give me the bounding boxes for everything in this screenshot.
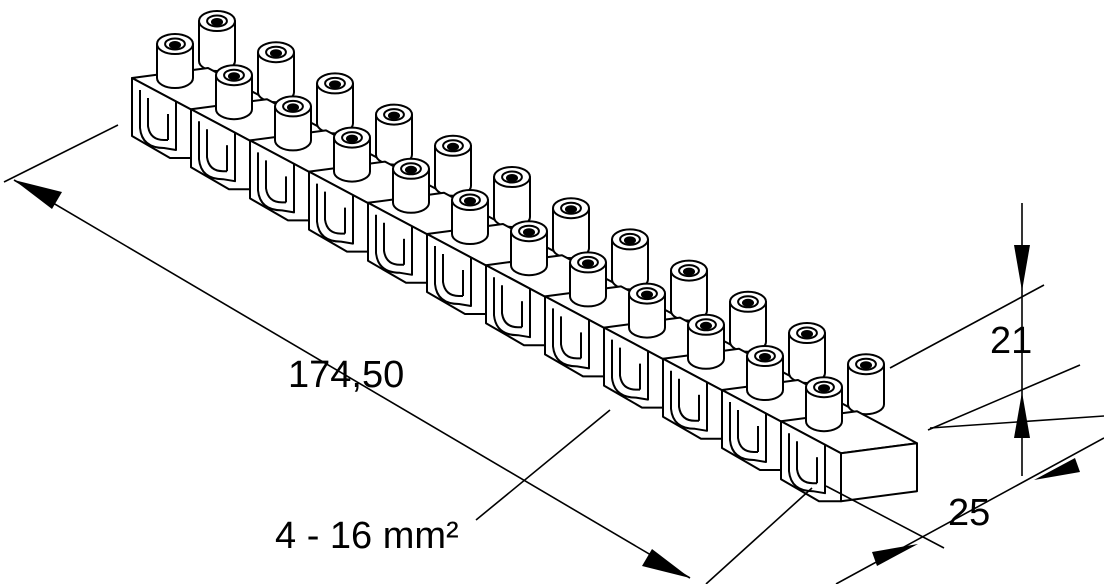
height-arrow-bottom-icon — [1014, 392, 1030, 438]
front-screw-housing-10 — [687, 323, 725, 370]
depth-arrow-back-icon — [1034, 458, 1080, 480]
length-arrow-right-icon — [642, 549, 690, 578]
wire-clamp-outer-11 — [729, 402, 767, 463]
front-screw-housing-5 — [392, 167, 430, 214]
cross-section-label: 4 - 16 mm² — [275, 515, 459, 557]
front-screw-housing-11 — [746, 355, 784, 401]
wire-clamp-outer-9 — [611, 339, 649, 401]
rear-screw-head-icon-12 — [859, 361, 873, 370]
front-screw-housing-4 — [333, 136, 371, 183]
rear-screw-head-icon-5 — [446, 142, 460, 151]
wire-clamp-outer-8 — [552, 308, 590, 370]
front-screw-head-icon-5 — [404, 165, 418, 174]
depth-arrow-front-icon — [872, 544, 918, 566]
front-screw-housing-12 — [805, 386, 843, 433]
terminal-strip — [131, 10, 918, 503]
height-arrow-top-icon — [1014, 245, 1030, 291]
wire-clamp-inner-4 — [324, 191, 345, 235]
front-screw-head-icon-11 — [758, 353, 772, 361]
length-dimension-line — [13, 179, 691, 579]
rear-screw-head-icon-10 — [741, 298, 755, 307]
wire-clamp-inner-3 — [265, 160, 286, 204]
front-screw-head-icon-4 — [345, 134, 359, 143]
depth-extension-line-back — [929, 415, 1104, 429]
wire-clamp-outer-1 — [139, 90, 177, 151]
dimension-lines — [3, 124, 1104, 584]
front-screw-head-icon-7 — [522, 228, 536, 237]
wire-clamp-outer-4 — [316, 183, 354, 245]
wire-clamp-inner-10 — [678, 378, 699, 422]
wire-clamp-outer-5 — [375, 214, 413, 276]
wire-clamp-outer-7 — [493, 277, 531, 339]
wire-clamp-inner-5 — [383, 222, 404, 266]
wire-clamp-outer-10 — [670, 370, 708, 432]
wire-clamp-outer-6 — [434, 246, 472, 307]
wire-clamp-inner-6 — [442, 254, 463, 297]
rear-screw-head-icon-2 — [269, 49, 283, 58]
front-screw-housing-3 — [274, 105, 312, 152]
length-extension-line-left — [3, 124, 119, 183]
rear-screw-head-icon-6 — [505, 174, 519, 182]
rear-screw-head-icon-4 — [387, 111, 401, 120]
rear-screw-head-icon-8 — [623, 236, 637, 245]
front-screw-head-icon-6 — [463, 197, 477, 205]
length-arrow-left-icon — [14, 180, 62, 209]
front-screw-housing-2 — [215, 74, 253, 121]
front-screw-head-icon-1 — [168, 41, 182, 49]
rear-screw-head-icon-9 — [682, 267, 696, 276]
front-screw-housing-6 — [451, 199, 489, 245]
cross-section-leader-line — [475, 409, 611, 521]
wire-clamp-outer-12 — [788, 433, 826, 495]
front-screw-head-icon-12 — [817, 384, 831, 393]
length-dimension-label: 174,50 — [288, 354, 405, 396]
wire-clamp-outer-2 — [198, 121, 236, 183]
front-screw-housing-8 — [569, 261, 607, 308]
terminal-body-side-12 — [840, 442, 918, 503]
wire-clamp-outer-3 — [257, 152, 295, 214]
height-dimension-label: 21 — [990, 320, 1033, 362]
front-screw-head-icon-8 — [581, 259, 595, 268]
rear-screw-head-icon-1 — [210, 18, 224, 26]
wire-clamp-inner-8 — [560, 316, 581, 360]
wire-clamp-inner-9 — [619, 347, 640, 391]
rear-screw-head-icon-3 — [328, 80, 342, 89]
wire-clamp-inner-11 — [737, 410, 758, 453]
depth-extension-line-front — [825, 485, 945, 549]
height-extension-line-bottom — [927, 364, 1081, 431]
wire-clamp-inner-1 — [147, 98, 168, 141]
length-extension-line-right — [705, 487, 813, 584]
front-screw-head-icon-10 — [699, 321, 713, 330]
front-screw-housing-7 — [510, 230, 548, 277]
front-screw-head-icon-3 — [286, 103, 300, 112]
front-screw-housing-9 — [628, 292, 666, 339]
terminal-unit-12 — [780, 353, 918, 503]
wire-clamp-inner-7 — [501, 285, 522, 329]
wire-clamp-inner-2 — [206, 129, 227, 173]
rear-screw-head-icon-11 — [800, 330, 814, 338]
front-screw-head-icon-2 — [227, 72, 241, 81]
rear-screw-housing-12 — [847, 363, 885, 416]
height-extension-line-top — [889, 284, 1045, 369]
front-screw-head-icon-9 — [640, 290, 654, 299]
depth-dimension-label: 25 — [948, 492, 991, 534]
wire-clamp-inner-12 — [796, 441, 817, 485]
rear-screw-head-icon-7 — [564, 205, 578, 214]
front-screw-housing-1 — [156, 43, 194, 89]
